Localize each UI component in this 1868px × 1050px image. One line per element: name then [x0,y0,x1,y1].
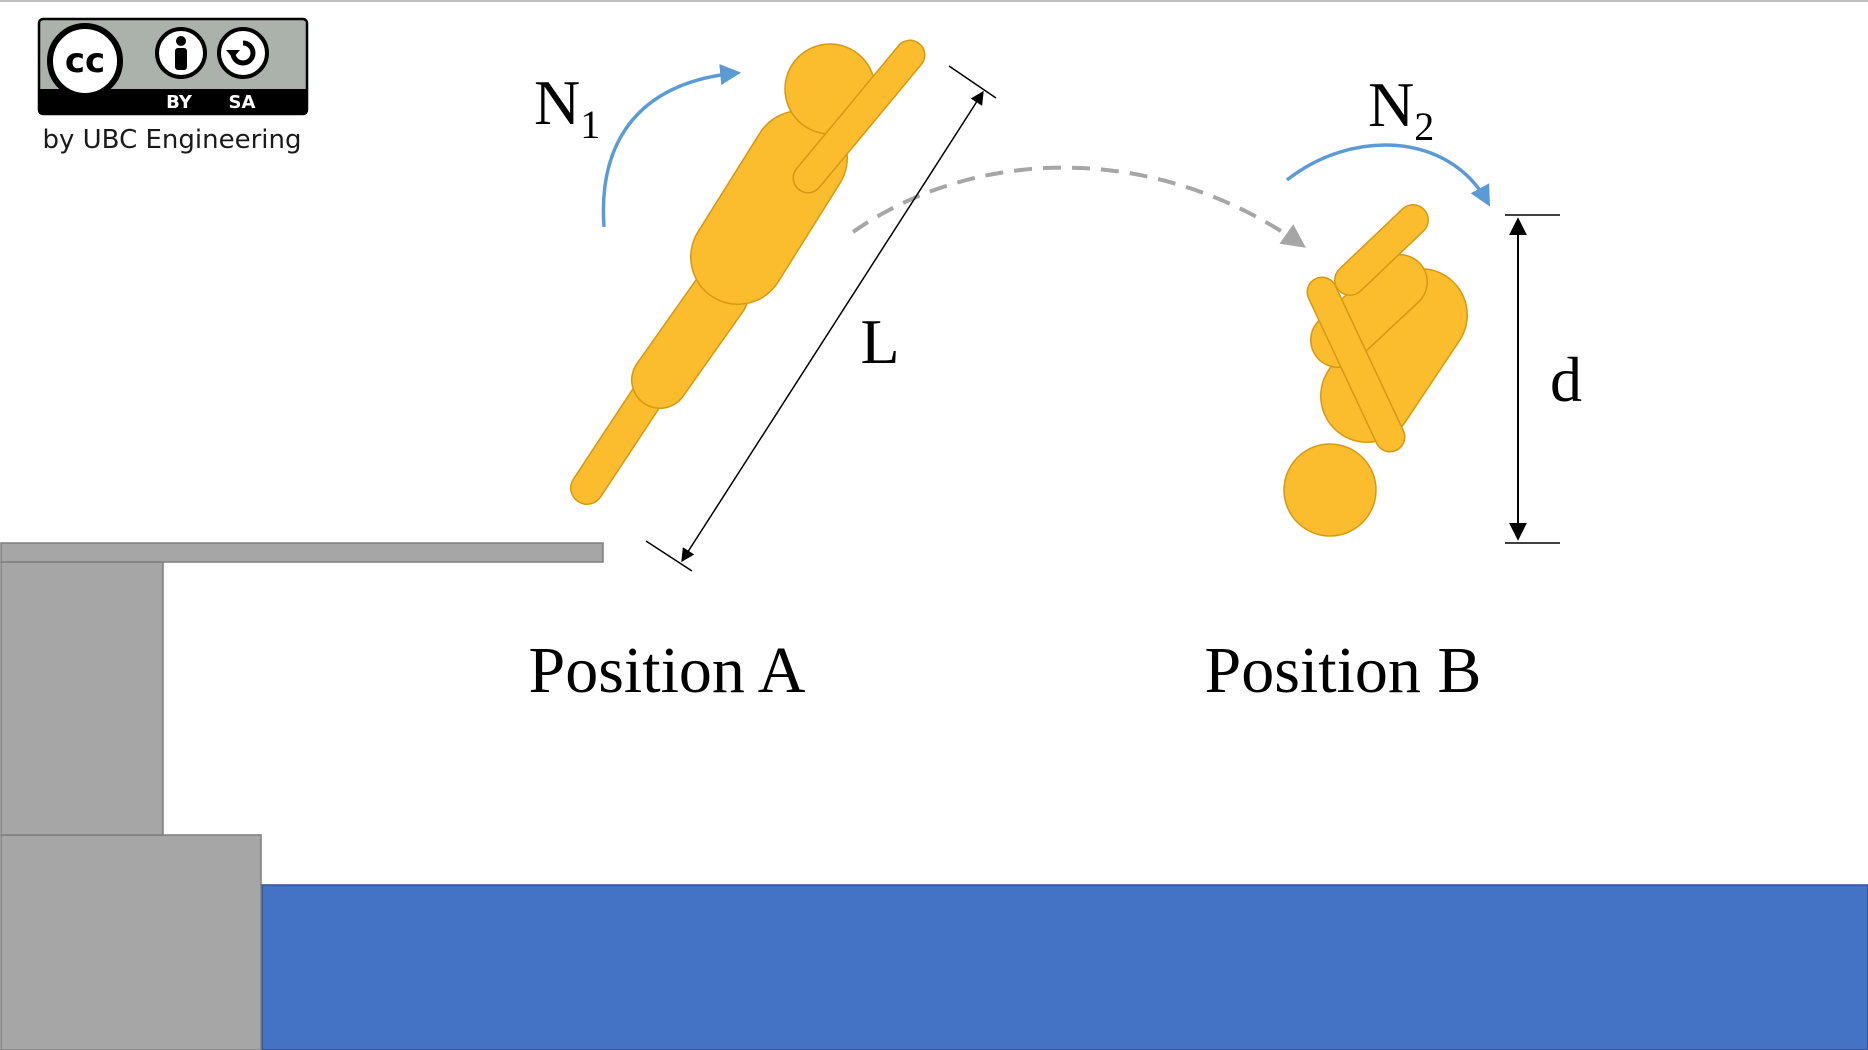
sa-share-alike-arrowhead [226,50,240,58]
n2-subscript: 2 [1414,104,1434,149]
by-person-body [175,48,187,70]
length-label: L [860,306,899,377]
diver-b-arm-fill [1308,278,1404,451]
diver-b-head [1283,443,1377,537]
diver-position-a [570,39,926,505]
platform-base-block [0,834,262,1050]
diver-a-thigh-fill [632,267,748,408]
diver-a-torso-fill [691,111,847,304]
frame-top-border [0,0,1868,2]
n2-letter: N [1368,69,1414,140]
position-a-label: Position A [529,634,806,707]
cc-logo-text: cc [65,41,105,81]
by-person-head [176,36,186,46]
water [261,884,1868,1050]
depth-label: d [1550,344,1582,415]
diving-platform [0,542,604,1050]
sa-share-alike-arc [230,40,256,66]
dimension-l: L [645,65,997,572]
sa-share-alike-icon [217,27,269,79]
dimension-d: d [1505,214,1582,544]
cc-logo-icon [47,23,123,99]
diver-b-shin-fill [1335,205,1428,295]
trajectory-arc [851,165,1306,248]
n1-subscript: 1 [580,102,600,147]
dimension-l-tick-top [948,65,997,99]
diver-position-b [1283,204,1468,537]
dimension-l-line [681,90,984,563]
rotation-arrow-n1 [601,64,742,228]
rotation-arrow-n2 [1285,143,1491,207]
cc-sa-label: SA [229,92,256,113]
n2-label: N2 [1368,69,1434,149]
diving-board [0,542,604,563]
platform-tower [0,561,164,836]
cc-by-label: BY [166,92,193,113]
cc-license-badge: cc BY SA by UBC Engineering [37,17,309,155]
n1-letter: N [534,67,580,138]
position-b-label: Position B [1205,634,1482,707]
n1-label: N1 [534,67,600,147]
credit-text: by UBC Engineering [43,125,302,155]
dimension-l-tick-bottom [645,540,693,572]
